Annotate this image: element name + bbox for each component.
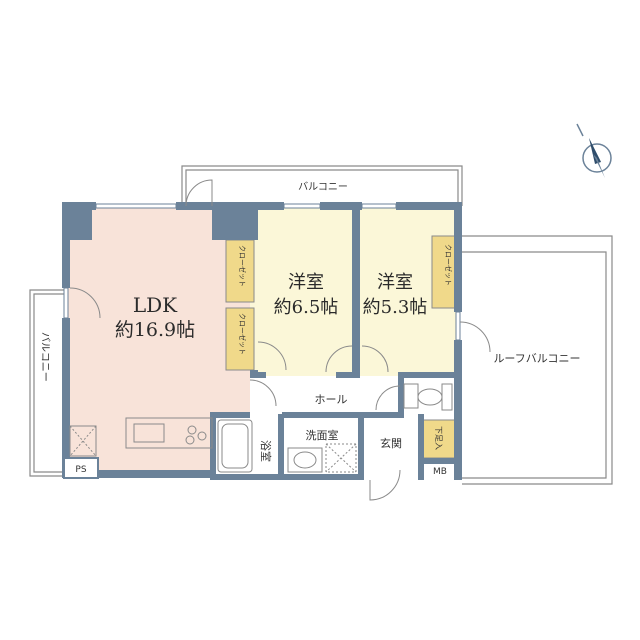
balcony-top [181,165,463,206]
western1-size: 約6.5帖 [274,297,339,318]
washbasin [287,443,357,473]
hall-label: ホール [315,393,348,406]
windows [63,203,461,341]
entrance-label: 玄関 [380,436,402,450]
toilet-room [400,378,460,414]
roof-balcony-label: ルーフバルコニー [493,352,580,365]
mb-label: MB [433,467,447,477]
entrance-area [362,414,422,462]
toilet [403,383,453,411]
north-compass-icon [576,123,612,178]
western2-name: 洋室 [377,272,413,293]
bathtub [217,419,253,473]
doors [69,179,491,501]
shoe-box-label: 下足入 [434,426,443,450]
closet-1-label: クローゼット [238,245,247,287]
bath-label: 浴室 [259,440,273,462]
ldk-size: 約16.9帖 [115,319,195,341]
washroom-label: 洗面室 [306,428,339,442]
ldk-name: LDK [133,293,178,317]
balcony-top-label: バルコニー [298,181,348,193]
balcony-left [29,289,64,477]
balcony-left-label: バルコニー [39,332,51,382]
closet-2-label: クローゼット [238,313,247,355]
western1-name: 洋室 [288,272,324,293]
closet-3-label: クローゼット [444,244,453,286]
closet-2 [225,307,255,371]
walls [62,202,462,480]
ps-label: PS [75,465,86,475]
kitchen-counter [69,417,213,457]
western-room-1 [250,206,356,376]
western2-size: 約5.3帖 [363,297,428,318]
roof-balcony [462,235,613,485]
